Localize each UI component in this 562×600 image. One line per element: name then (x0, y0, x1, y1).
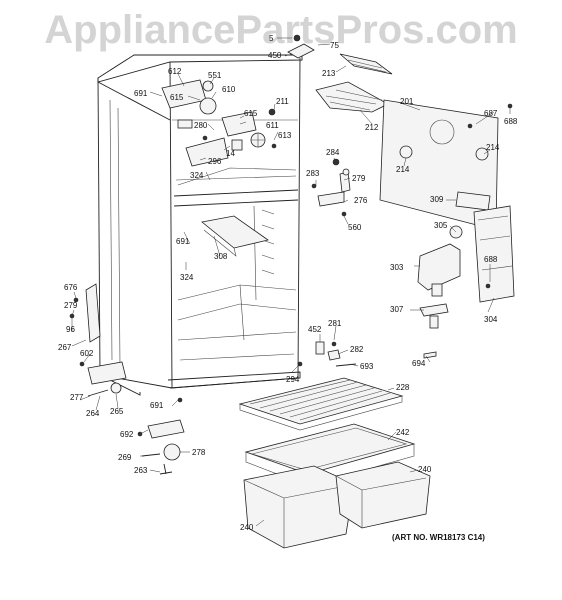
callout-280: 280 (194, 121, 208, 130)
callout-75: 75 (330, 41, 339, 50)
leader-lines (71, 37, 511, 527)
callout-242: 242 (396, 428, 410, 437)
callout-305: 305 (434, 221, 448, 230)
hinge-and-leveler-parts (69, 283, 357, 475)
callout-687: 687 (484, 109, 498, 118)
callout-240-left: 240 (240, 523, 254, 532)
callout-296: 296 (208, 157, 222, 166)
callout-694: 694 (412, 359, 426, 368)
callout-560: 560 (348, 223, 362, 232)
callout-214-right: 214 (486, 143, 500, 152)
callout-551: 551 (208, 71, 222, 80)
callout-676: 676 (64, 283, 78, 292)
callout-278: 278 (192, 448, 206, 457)
callout-693: 693 (360, 362, 374, 371)
watermark: AppliancePartsPros.com (44, 8, 518, 52)
control-housing-parts (161, 79, 277, 167)
callout-324-top: 324 (190, 171, 204, 180)
callout-212: 212 (365, 123, 379, 132)
callout-267: 267 (58, 343, 72, 352)
callout-276: 276 (354, 196, 368, 205)
callout-450: 450 (268, 51, 282, 60)
callout-213: 213 (322, 69, 336, 78)
callout-611: 611 (266, 121, 279, 130)
art-number: (ART NO. WR18173 C14) (392, 533, 485, 542)
callout-324-bottom: 324 (180, 273, 194, 282)
callout-264: 264 (86, 409, 100, 418)
callout-269: 269 (118, 453, 132, 462)
callout-96: 96 (66, 325, 75, 334)
callout-214-left: 214 (396, 165, 410, 174)
callout-452: 452 (308, 325, 322, 334)
wire-shelf-228 (238, 377, 404, 431)
callout-283: 283 (306, 169, 320, 178)
callout-612: 612 (168, 67, 182, 76)
callout-688-top: 688 (504, 117, 518, 126)
callout-277: 277 (70, 393, 84, 402)
callout-688-bottom: 688 (484, 255, 498, 264)
callout-279-left: 279 (64, 301, 78, 310)
callout-279: 279 (352, 174, 366, 183)
callout-211: 211 (276, 97, 289, 106)
callout-labels: 5 75 450 213 201 212 687 688 214 214 612… (58, 34, 518, 542)
evaporator-cover-parts (287, 34, 513, 231)
callout-303: 303 (390, 263, 404, 272)
callout-265: 265 (110, 407, 124, 416)
callout-307: 307 (390, 305, 404, 314)
callout-284: 284 (326, 148, 340, 157)
callout-14: 14 (226, 149, 235, 158)
shelf-308 (201, 215, 269, 257)
callout-228: 228 (396, 383, 410, 392)
callout-281: 281 (328, 319, 342, 328)
callout-691-bottom: 691 (150, 401, 164, 410)
callout-5: 5 (269, 34, 274, 43)
callout-610: 610 (222, 85, 236, 94)
callout-308: 308 (214, 252, 228, 261)
callout-282: 282 (350, 345, 364, 354)
callout-294: 294 (286, 375, 300, 384)
callout-240-right: 240 (418, 465, 432, 474)
callout-201: 201 (400, 97, 414, 106)
callout-691-mid: 691 (176, 237, 190, 246)
damper-and-duct-parts (417, 205, 515, 359)
callout-263: 263 (134, 466, 148, 475)
callout-691-top: 691 (134, 89, 148, 98)
callout-613: 613 (278, 131, 292, 140)
callout-615-left: 615 (170, 93, 184, 102)
callout-692: 692 (120, 430, 134, 439)
callout-602: 602 (80, 349, 94, 358)
crisper-drawers-240 (243, 461, 431, 549)
callout-309: 309 (430, 195, 444, 204)
callout-304: 304 (484, 315, 498, 324)
callout-615-right: 615 (244, 109, 258, 118)
